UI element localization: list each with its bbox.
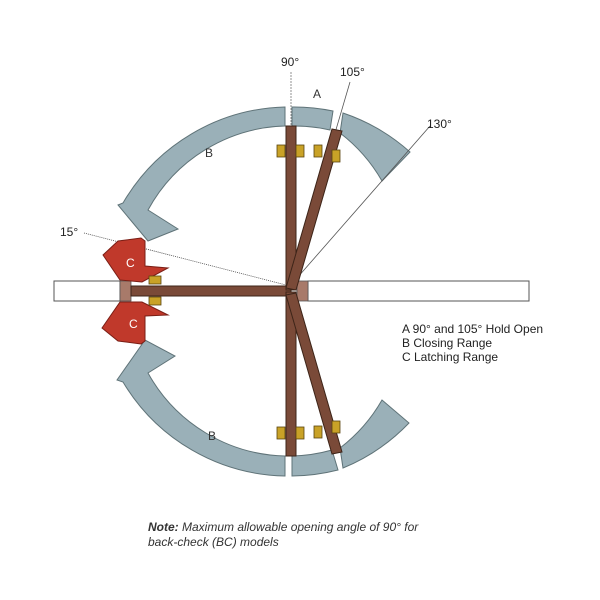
zone-label-b-lower: B (208, 429, 216, 443)
bracket-lower-105 (313, 420, 341, 439)
door-open-105-lower (285, 292, 343, 455)
note-text-1: Maximum allowable opening angle of 90° f… (178, 520, 419, 534)
door-open-105-upper (285, 128, 343, 291)
wall-right (307, 280, 530, 302)
note-line-1: Note: Maximum allowable opening angle of… (148, 520, 418, 535)
zone-label-c-lower: C (129, 317, 138, 331)
door-open-90-lower (285, 291, 297, 457)
jamb-left (119, 280, 132, 302)
note-text-2: back-check (BC) models (148, 535, 279, 549)
legend: A 90° and 105° Hold Open B Closing Range… (402, 322, 543, 364)
zone-label-b-upper: B (205, 146, 213, 160)
zone-label-a: A (313, 87, 321, 101)
latching-range-arrow-lower (101, 301, 170, 345)
bracket-upper-105 (313, 144, 341, 163)
closing-range-arc-upper (117, 106, 286, 242)
zone-label-c-upper: C (126, 256, 135, 270)
angle-label-90: 90° (281, 55, 299, 69)
closing-range-arc-lower (116, 339, 286, 477)
angle-label-105: 105° (340, 65, 365, 79)
jamb-right (296, 280, 309, 302)
wall-left (53, 280, 121, 302)
bracket-closed (148, 275, 162, 306)
legend-item-closing-range: B Closing Range (402, 336, 493, 350)
bracket-lower-90 (276, 426, 305, 440)
hold-open-arc-lower (291, 449, 339, 477)
hold-open-arc-lower-2 (339, 399, 410, 469)
note-label: Note: (148, 520, 179, 534)
angle-label-15: 15° (60, 225, 78, 239)
door-closed (130, 285, 292, 297)
bracket-upper-90 (276, 144, 305, 158)
hold-open-arc-upper-2 (339, 112, 411, 182)
legend-item-hold-open: A 90° and 105° Hold Open (402, 322, 544, 336)
angle-line-130 (289, 125, 431, 287)
note: Note: Maximum allowable opening angle of… (148, 520, 418, 550)
angle-line-15 (83, 232, 291, 287)
door-open-90-upper (285, 125, 297, 291)
latching-range-arrow-upper (102, 237, 170, 283)
hold-open-arc-upper (291, 106, 334, 131)
angle-label-130: 130° (427, 117, 452, 131)
legend-item-latching-range: C Latching Range (402, 350, 499, 364)
